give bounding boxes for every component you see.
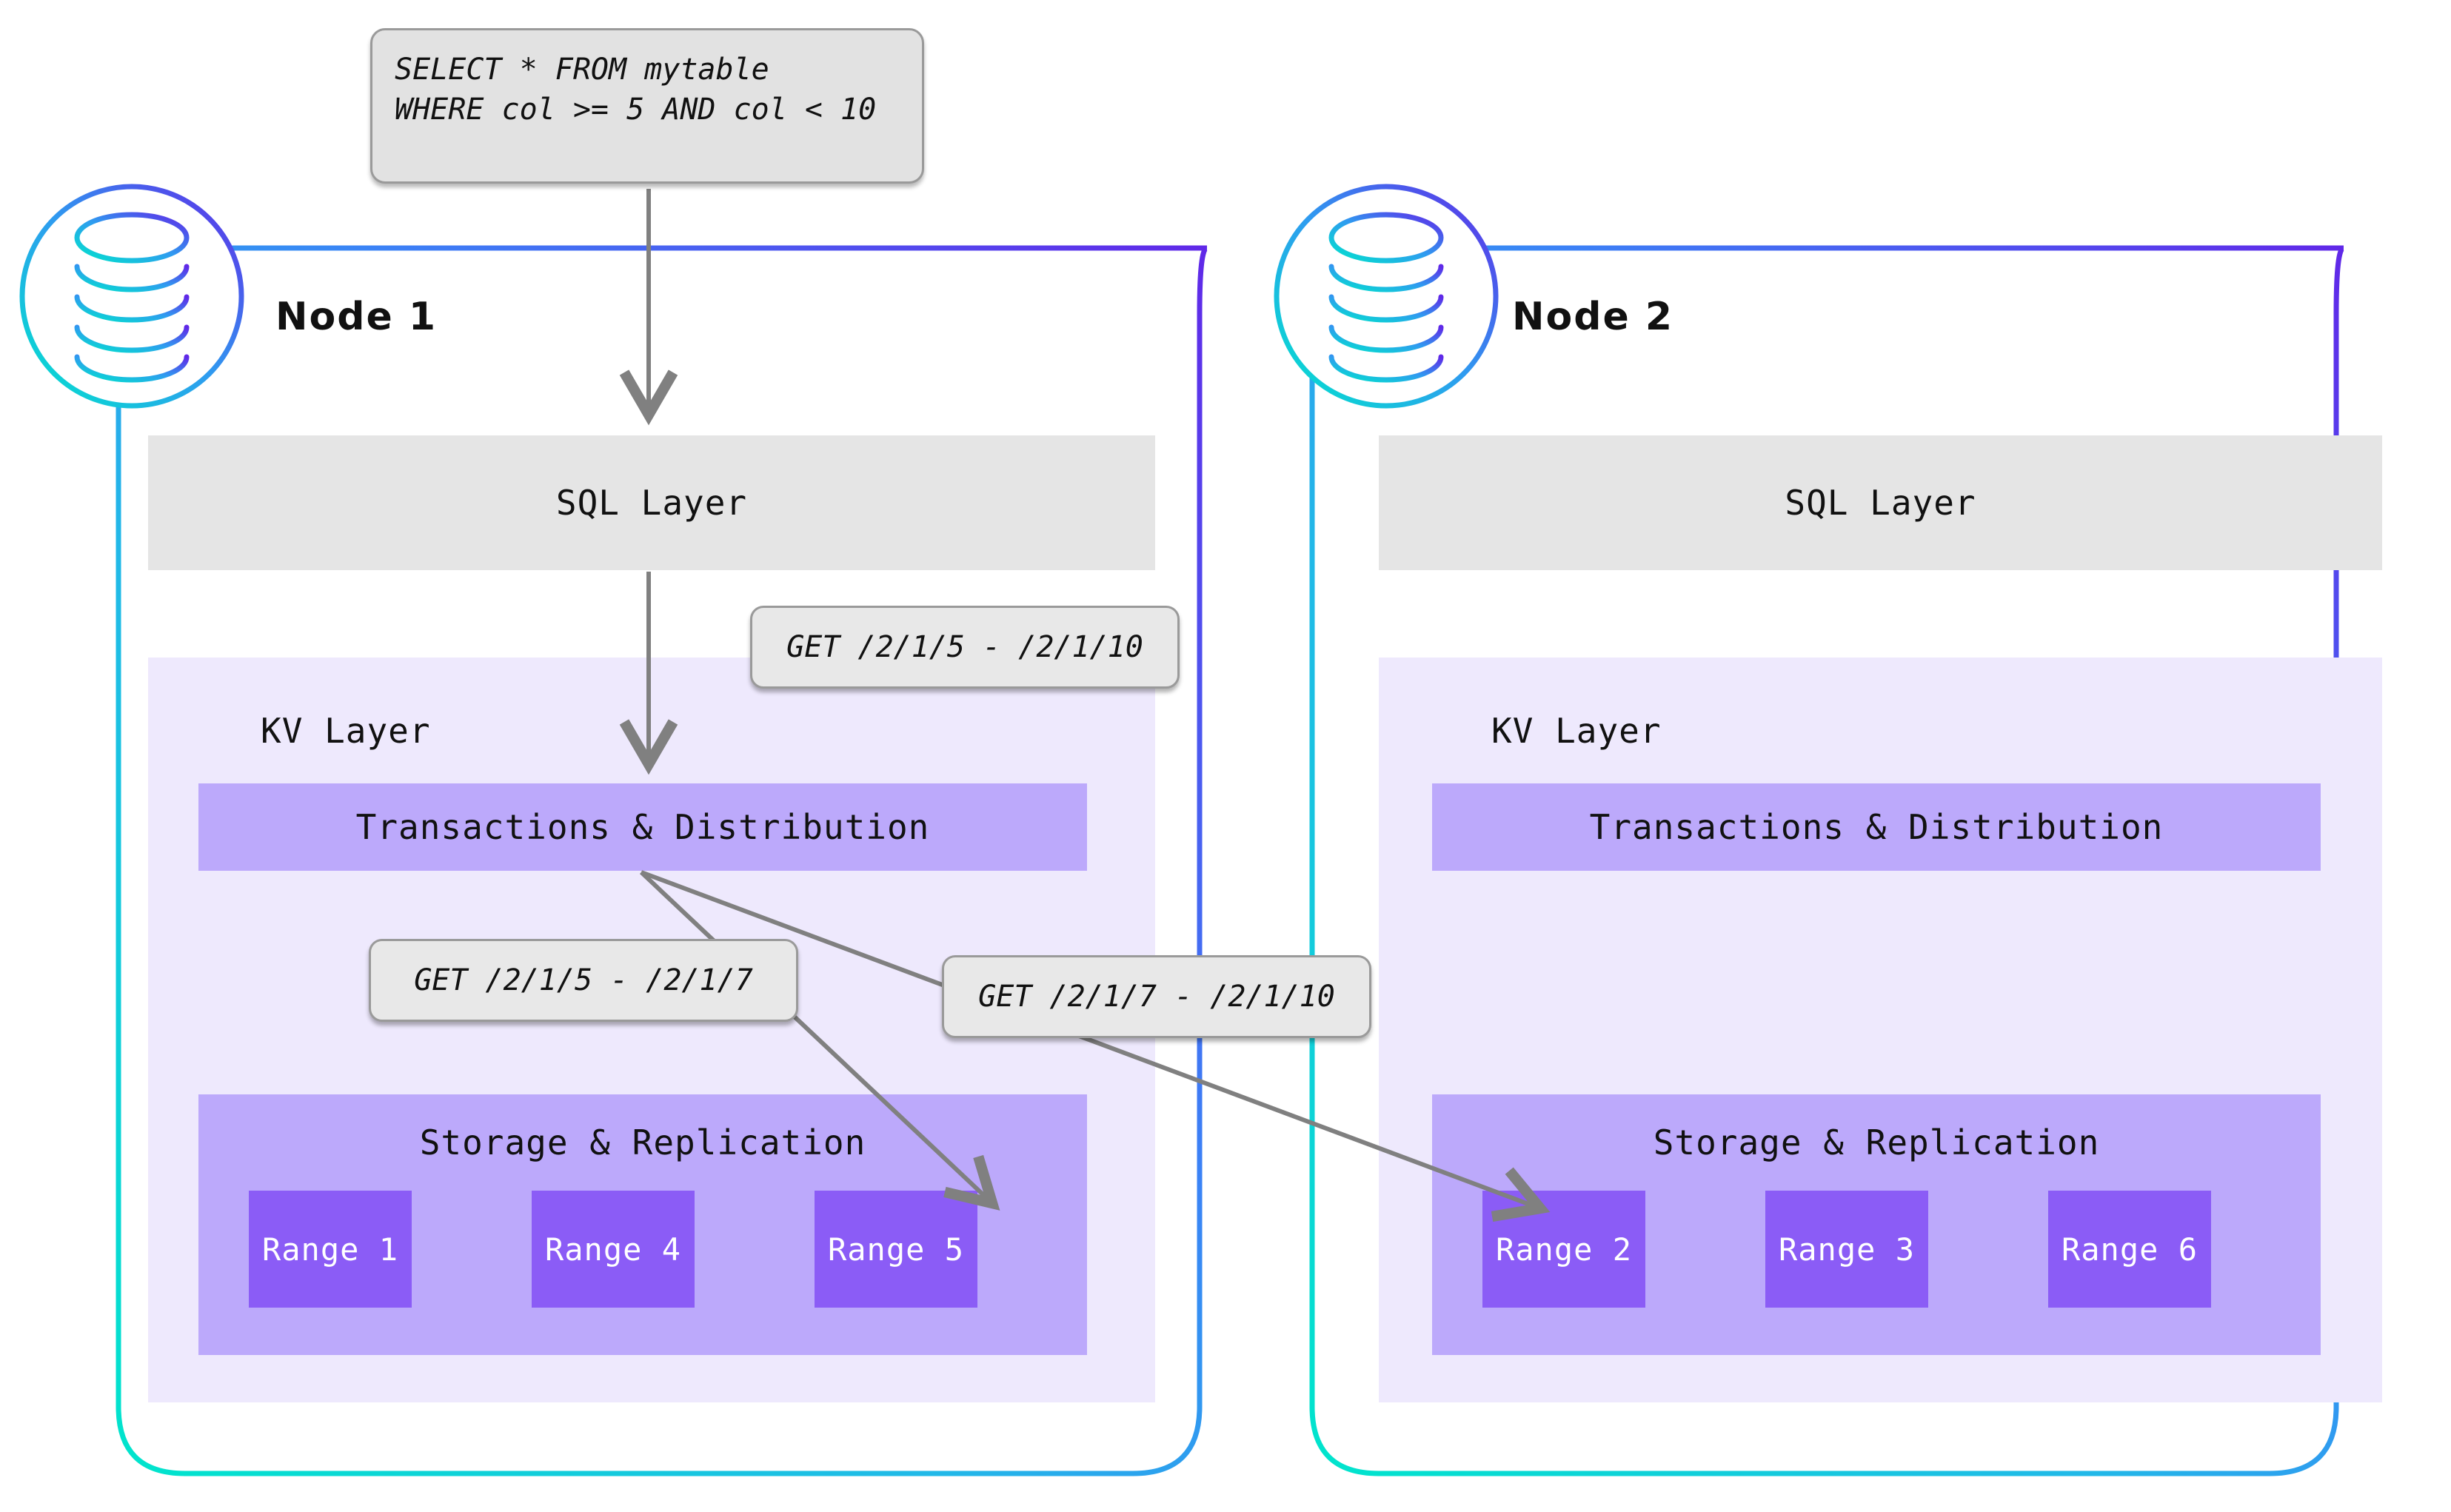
node-1-title: Node 1 bbox=[275, 295, 438, 339]
node-2-sql-layer: SQL Layer bbox=[1379, 435, 2382, 570]
range-label: Range 3 bbox=[1778, 1231, 1915, 1268]
node-2-transactions-bar: Transactions & Distribution bbox=[1432, 783, 2321, 871]
node-1-storage-label: Storage & Replication bbox=[419, 1123, 866, 1163]
node-2-title: Node 2 bbox=[1512, 295, 1674, 339]
node-1-transactions-bar: Transactions & Distribution bbox=[198, 783, 1087, 871]
node-1-icon-circle bbox=[19, 184, 244, 409]
range-box[interactable]: Range 1 bbox=[249, 1191, 412, 1308]
callout-kv-request: GET /2/1/5 - /2/1/10 bbox=[750, 606, 1180, 689]
range-label: Range 1 bbox=[261, 1231, 398, 1268]
node-2-storage-box: Storage & Replication Range 2 Range 3 Ra… bbox=[1432, 1094, 2321, 1355]
range-box[interactable]: Range 4 bbox=[532, 1191, 695, 1308]
callout-range-request-local: GET /2/1/5 - /2/1/7 bbox=[369, 939, 798, 1022]
node-2-kv-layer-label: KV Layer bbox=[1491, 711, 1662, 751]
range-box[interactable]: Range 6 bbox=[2048, 1191, 2211, 1308]
range-label: Range 2 bbox=[1495, 1231, 1632, 1268]
callout-range-request-remote: GET /2/1/7 - /2/1/10 bbox=[942, 955, 1371, 1038]
range-box[interactable]: Range 3 bbox=[1765, 1191, 1928, 1308]
range-label: Range 4 bbox=[544, 1231, 681, 1268]
database-icon bbox=[74, 212, 190, 383]
node-1-sql-layer: SQL Layer bbox=[148, 435, 1155, 570]
node-1-sql-layer-label: SQL Layer bbox=[555, 483, 748, 523]
node-1-storage-box: Storage & Replication Range 1 Range 4 Ra… bbox=[198, 1094, 1087, 1355]
node-2-transactions-label: Transactions & Distribution bbox=[1589, 807, 2164, 847]
node-1-kv-layer-label: KV Layer bbox=[261, 711, 431, 751]
node-2-sql-layer-label: SQL Layer bbox=[1785, 483, 1976, 523]
database-icon bbox=[1328, 212, 1444, 383]
sql-query-box: SELECT * FROM mytable WHERE col >= 5 AND… bbox=[370, 28, 924, 184]
range-box[interactable]: Range 2 bbox=[1482, 1191, 1645, 1308]
node-2-icon-circle bbox=[1274, 184, 1499, 409]
range-label: Range 6 bbox=[2061, 1231, 2198, 1268]
node-2-storage-label: Storage & Replication bbox=[1653, 1123, 2100, 1163]
node-1-transactions-label: Transactions & Distribution bbox=[355, 807, 930, 847]
range-label: Range 5 bbox=[827, 1231, 964, 1268]
range-box[interactable]: Range 5 bbox=[815, 1191, 977, 1308]
